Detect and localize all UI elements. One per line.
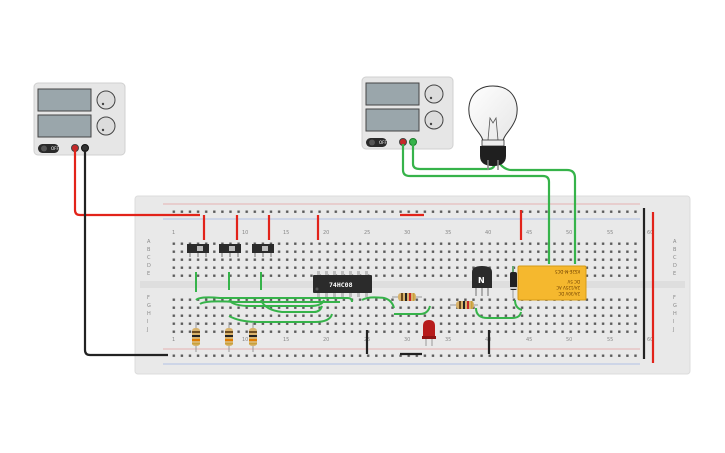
resistor-2[interactable]: [225, 322, 233, 352]
svg-text:35: 35: [445, 230, 451, 236]
bottom-power-rail[interactable]: [168, 351, 638, 361]
svg-text:C: C: [147, 255, 151, 261]
svg-text:50: 50: [566, 230, 572, 236]
row-labels: A B C D E F G H I J A B C D E F G H I J: [146, 239, 677, 333]
svg-text:B: B: [147, 247, 151, 253]
column-labels-top: 1 10 15 20 25 30 35 40 45 50 55 60: [172, 230, 653, 236]
svg-text:55: 55: [607, 230, 613, 236]
switch-label: OFF: [379, 140, 387, 145]
top-power-rail[interactable]: [168, 206, 638, 216]
svg-text:D: D: [673, 263, 677, 269]
svg-text:60: 60: [647, 337, 653, 343]
voltage-knob[interactable]: [424, 84, 444, 104]
svg-text:10: 10: [242, 230, 248, 236]
voltage-display: [365, 82, 420, 106]
voltage-display: [37, 88, 92, 112]
svg-text:DC 5V: DC 5V: [567, 279, 580, 284]
current-knob[interactable]: [424, 110, 444, 130]
svg-text:45: 45: [526, 337, 532, 343]
svg-text:30: 30: [404, 230, 410, 236]
resistor-4[interactable]: [392, 293, 422, 301]
svg-text:E: E: [147, 271, 150, 277]
svg-text:A: A: [147, 239, 151, 245]
svg-text:1: 1: [172, 337, 175, 343]
slide-switch-3[interactable]: [252, 244, 274, 257]
svg-text:2A/125V AC: 2A/125V AC: [556, 285, 580, 290]
current-display: [365, 108, 420, 132]
current-display: [37, 114, 92, 138]
power-supply-left[interactable]: OFF: [33, 82, 126, 156]
relay[interactable]: 2A/30V DC 2A/125V AC DC 5V KS2E-M-DC5: [517, 265, 587, 301]
slide-switch-1[interactable]: [187, 244, 209, 257]
svg-text:2A/30V DC: 2A/30V DC: [558, 291, 580, 296]
ic-74hc08[interactable]: 74HC08: [313, 271, 372, 297]
svg-text:B: B: [673, 247, 677, 253]
svg-text:G: G: [147, 303, 151, 309]
svg-text:A: A: [673, 239, 677, 245]
svg-text:J: J: [672, 327, 674, 333]
svg-text:F: F: [673, 295, 676, 301]
svg-text:35: 35: [445, 337, 451, 343]
voltage-knob[interactable]: [96, 90, 116, 110]
slide-switch-2[interactable]: [219, 244, 241, 257]
svg-text:25: 25: [364, 230, 370, 236]
svg-text:40: 40: [485, 230, 491, 236]
svg-text:15: 15: [283, 230, 289, 236]
resistor-3[interactable]: [249, 322, 257, 352]
svg-text:F: F: [147, 295, 150, 301]
svg-text:C: C: [673, 255, 677, 261]
svg-text:15: 15: [283, 337, 289, 343]
svg-text:55: 55: [607, 337, 613, 343]
light-bulb[interactable]: [468, 85, 518, 170]
svg-text:KS2E-M-DC5: KS2E-M-DC5: [555, 269, 580, 274]
svg-text:60: 60: [647, 230, 653, 236]
power-supply-right[interactable]: OFF: [361, 76, 454, 150]
svg-text:30: 30: [404, 337, 410, 343]
switch-label: OFF: [51, 146, 59, 151]
svg-text:20: 20: [323, 230, 329, 236]
svg-text:H: H: [147, 311, 151, 317]
resistor-5[interactable]: [450, 301, 478, 309]
svg-text:E: E: [673, 271, 676, 277]
svg-text:G: G: [673, 303, 677, 309]
rail-wires[interactable]: [202, 208, 655, 363]
diode[interactable]: [510, 266, 517, 298]
svg-text:J: J: [146, 327, 148, 333]
signal-wires[interactable]: [195, 266, 550, 323]
svg-text:45: 45: [526, 230, 532, 236]
breadboard[interactable]: 1 10 15 20 25 30 35 40 45 50 55 60 1 10 …: [134, 195, 691, 375]
svg-text:D: D: [147, 263, 151, 269]
svg-text:I: I: [147, 319, 148, 325]
svg-text:50: 50: [566, 337, 572, 343]
current-knob[interactable]: [96, 116, 116, 136]
led-red[interactable]: [422, 320, 436, 346]
svg-text:I: I: [673, 319, 674, 325]
svg-text:20: 20: [323, 337, 329, 343]
transistor-label: N: [478, 276, 485, 285]
svg-text:10: 10: [242, 337, 248, 343]
svg-text:H: H: [673, 311, 677, 317]
resistor-1[interactable]: [192, 322, 200, 352]
ic-label: 74HC08: [329, 281, 353, 289]
svg-text:1: 1: [172, 230, 175, 236]
npn-transistor[interactable]: N: [472, 266, 492, 296]
